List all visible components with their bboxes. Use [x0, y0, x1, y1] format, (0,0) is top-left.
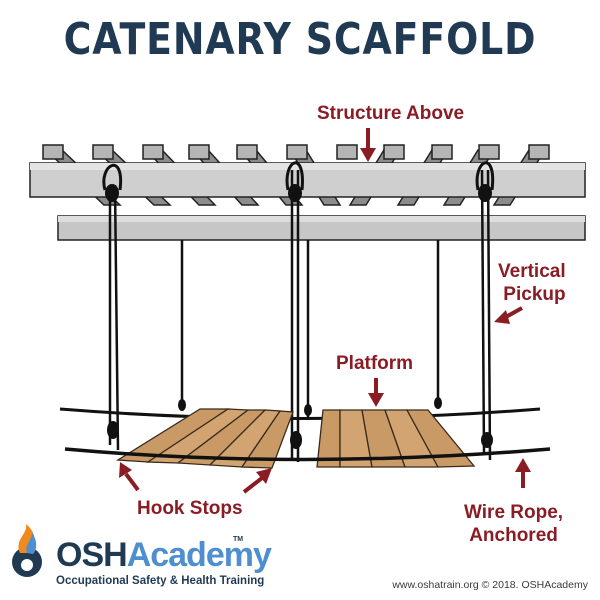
- joist-top: [383, 144, 405, 160]
- rope-loop: [475, 161, 495, 191]
- knot: [290, 431, 302, 449]
- arrow-wire-rope-head: [515, 458, 531, 472]
- label-vertical-pickup: Vertical Pickup: [498, 260, 566, 306]
- label-wire-rope-line2: Anchored: [469, 525, 558, 546]
- vertical-pickup-line: [113, 184, 120, 451]
- page-title: CATENARY SCAFFOLD: [63, 14, 537, 65]
- knot: [434, 397, 442, 409]
- joist-top: [236, 144, 258, 160]
- credit-text: www.oshatrain.org © 2018. OSHAcademy: [392, 579, 588, 591]
- wire-rope-back: [59, 407, 541, 420]
- joist-top: [92, 144, 114, 160]
- vertical-pickup-line: [480, 169, 486, 456]
- arrow-structure-head: [360, 148, 376, 162]
- logo-gear-hole: [21, 559, 33, 571]
- arrow-hook-stop-left: [124, 472, 140, 492]
- platform-left: [115, 408, 294, 469]
- knot: [478, 184, 492, 202]
- upper-beam-top: [30, 163, 585, 170]
- brand-name-part1: OSH: [56, 536, 128, 574]
- vertical-pickup-line: [486, 169, 492, 461]
- arrow-hook-stop-right-head: [256, 468, 272, 484]
- platform-right: [316, 409, 476, 468]
- knot: [304, 404, 312, 416]
- rope-loop: [285, 161, 304, 191]
- joist-top: [528, 144, 550, 160]
- knot: [481, 432, 493, 448]
- brand-logo: OSHAcademy: [56, 536, 272, 575]
- joist-top: [478, 144, 500, 160]
- logo-flame-blue: [26, 533, 37, 554]
- wire-rope-front: [64, 447, 551, 462]
- joist-top: [42, 144, 64, 160]
- joist-top: [188, 144, 210, 160]
- label-structure-above: Structure Above: [317, 103, 465, 124]
- arrow-platform-head: [368, 393, 384, 407]
- knot: [107, 421, 119, 439]
- brand-tagline: Occupational Safety & Health Training: [56, 575, 265, 587]
- vertical-pickups: [108, 169, 492, 462]
- brand-name-part2: Academy: [126, 536, 272, 574]
- knot: [288, 184, 302, 202]
- arrow-hook-stop-left-head: [119, 462, 132, 478]
- label-wire-rope: Wire Rope, Anchored: [464, 501, 563, 547]
- logo-icon: [12, 524, 42, 577]
- joist-top: [431, 144, 453, 160]
- joist-tops: [42, 144, 550, 160]
- joist-top: [336, 144, 358, 160]
- rope-loops: [102, 161, 495, 191]
- label-hook-stops: Hook Stops: [137, 498, 243, 519]
- lower-beam-top: [58, 216, 585, 222]
- arrow-hook-stop-right: [242, 476, 264, 494]
- plank: [405, 409, 476, 468]
- knot: [178, 399, 186, 411]
- trademark: TM: [233, 536, 244, 543]
- arrow-pickup-head: [494, 310, 510, 324]
- label-vertical-pickup-line2: Pickup: [503, 284, 566, 305]
- label-wire-rope-line1: Wire Rope,: [464, 502, 564, 523]
- label-platform: Platform: [336, 353, 414, 374]
- joist-top: [142, 144, 164, 160]
- callout-arrows: [119, 128, 531, 494]
- knots: [105, 184, 493, 449]
- joist-top: [286, 144, 308, 160]
- knot: [105, 184, 119, 202]
- rope-loop: [102, 164, 123, 191]
- label-vertical-pickup-line1: Vertical: [498, 261, 566, 282]
